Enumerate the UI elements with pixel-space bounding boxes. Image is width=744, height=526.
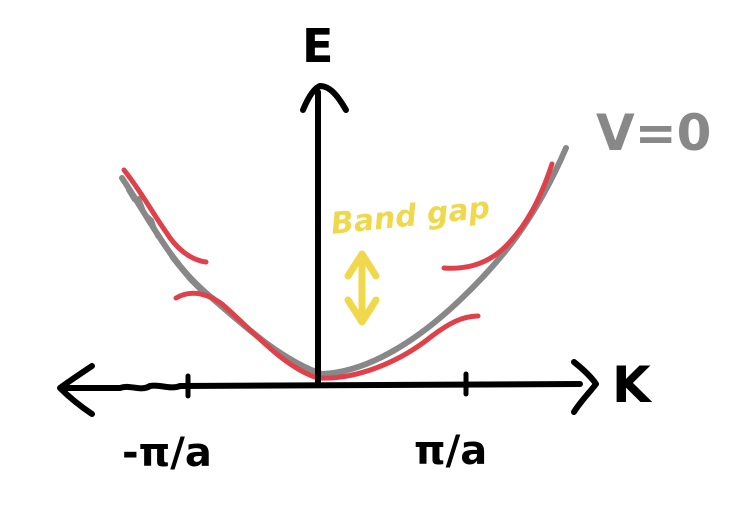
band-gap-label: Band gap [329,190,491,241]
k-axis-left-arrowhead [57,363,95,417]
free-electron-curve-label: V=0 [596,104,711,162]
band-curve-right-upper [441,161,555,271]
energy-axis-label: E [302,19,333,73]
band-curve-lower [173,290,481,381]
energy-axis-arrowhead [300,82,349,113]
left-zone-edge-label: -π/a [122,430,212,476]
free-electron-parabola-curve [119,145,569,377]
right-zone-edge-label: π/a [414,428,487,474]
band-gap-arrow-up-head [344,250,380,280]
k-axis-line [61,381,583,392]
band-gap-arrow-down-head [344,296,380,326]
wavevector-axis-label: K [612,356,653,414]
k-axis-right-arrowhead [571,359,599,415]
band-curve-left-upper [121,167,209,265]
